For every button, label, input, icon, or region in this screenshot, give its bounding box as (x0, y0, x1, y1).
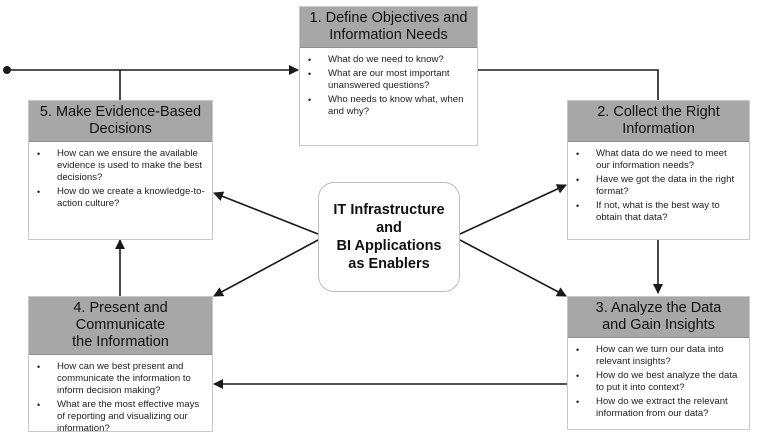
step-5-title-line-2: Decisions (89, 121, 152, 137)
bullet-item: What data do we need to meet our informa… (576, 148, 743, 172)
step-3-title-line-2: and Gain Insights (602, 317, 715, 333)
bullet-item: How can we turn our data into relevant i… (576, 344, 743, 368)
step-1-title-line-1: 1. Define Objectives and (309, 10, 468, 26)
step-2-title-line-1: 2. Collect the Right (597, 104, 720, 120)
arrow-center-to-present (213, 239, 319, 297)
arrow-center-to-analyze (459, 239, 567, 297)
center-line-1: IT Infrastructure (333, 202, 445, 218)
step-5-questions: How can we ensure the available evidence… (29, 142, 212, 216)
bullet-item: How can we best present and communicate … (37, 361, 206, 397)
step-5-title-line-1: 5. Make Evidence-Based (39, 104, 202, 120)
step-4-title-line-2: the Information (72, 334, 169, 350)
arrow-center-to-decisions (213, 191, 319, 235)
step-3-title-line-1: 3. Analyze the Data (595, 300, 722, 316)
step-1-define-objectives: 1. Define Objectives and Information Nee… (299, 6, 478, 146)
bullet-item: How do we extract the relevant informati… (576, 396, 743, 420)
step-2-title: 2. Collect the Right Information (568, 101, 749, 142)
step-5-title: 5. Make Evidence-Based Decisions (29, 101, 212, 142)
step-5-make-decisions: 5. Make Evidence-Based Decisions How can… (28, 100, 213, 240)
bullet-item: What are the most effective mays of repo… (37, 399, 206, 435)
line-define-to-collect (478, 69, 659, 100)
center-enablers-text: IT Infrastructure and BI Applications as… (333, 201, 444, 273)
step-4-present-information: 4. Present and Communicate the Informati… (28, 296, 213, 434)
step-3-analyze-data: 3. Analyze the Data and Gain Insights Ho… (567, 296, 750, 430)
center-line-3: BI Applications (336, 238, 442, 254)
step-1-title: 1. Define Objectives and Information Nee… (300, 7, 477, 48)
center-enablers-box: IT Infrastructure and BI Applications as… (318, 182, 460, 292)
step-3-questions: How can we turn our data into relevant i… (568, 338, 749, 426)
bullet-item: How can we ensure the available evidence… (37, 148, 206, 184)
bullet-item: How do we create a knowledge-to-action c… (37, 186, 206, 210)
center-line-4: as Enablers (348, 256, 430, 272)
step-2-title-line-2: Information (622, 121, 695, 137)
bullet-item: Have we got the data in the right format… (576, 174, 743, 198)
step-4-questions: How can we best present and communicate … (29, 355, 212, 441)
step-2-questions: What data do we need to meet our informa… (568, 142, 749, 230)
arrow-center-to-collect (459, 184, 567, 235)
step-4-title: 4. Present and Communicate the Informati… (29, 297, 212, 355)
center-line-2: and (376, 220, 402, 236)
step-2-collect-information: 2. Collect the Right Information What da… (567, 100, 750, 240)
bullet-item: What are our most important unanswered q… (308, 68, 471, 92)
step-1-questions: What do we need to know? What are our mo… (300, 48, 477, 124)
step-4-title-line-1: 4. Present and Communicate (73, 300, 168, 333)
bullet-item: How do we best analyze the data to put i… (576, 370, 743, 394)
bullet-item: Who needs to know what, when and why? (308, 94, 471, 118)
step-1-title-line-2: Information Needs (329, 27, 448, 43)
bullet-item: If not, what is the best way to obtain t… (576, 200, 743, 224)
bullet-item: What do we need to know? (308, 54, 471, 66)
step-3-title: 3. Analyze the Data and Gain Insights (568, 297, 749, 338)
